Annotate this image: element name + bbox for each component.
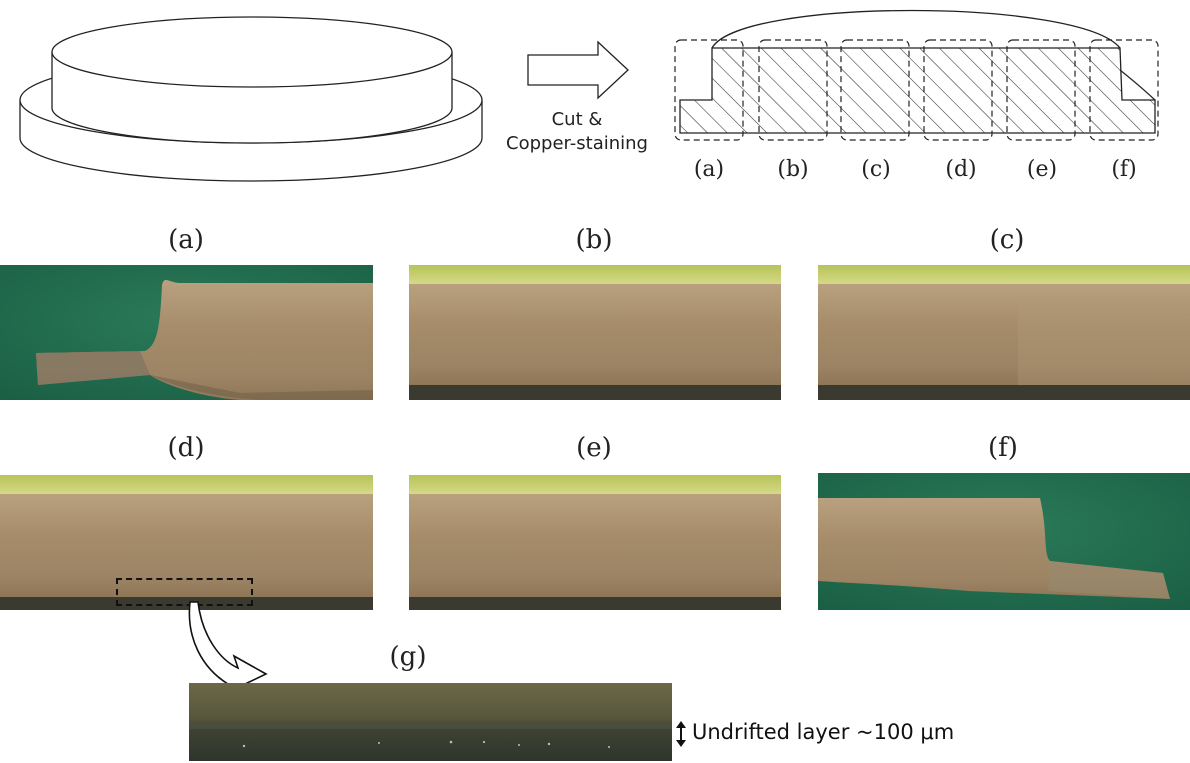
schematic-label-e: (e) [1027,157,1057,182]
panel-label-f: (f) [988,433,1018,463]
photo-panel-a [0,265,373,400]
photo-panel-c [818,265,1190,400]
cross-section-schematic: (a) (b) (c) (d) (e) (f) [674,9,1159,182]
schematic-label-a: (a) [694,157,724,182]
schematic-label-d: (d) [945,157,976,182]
undrifted-layer-annotation: Undrifted layer ~100 μm [692,720,955,744]
panel-label-e: (e) [576,433,612,463]
panel-label-g: (g) [389,642,427,672]
schematic-label-f: (f) [1111,157,1136,182]
photo-panel-b [409,265,781,400]
crystal-disk-drawing [19,16,483,182]
photo-panel-f [818,473,1190,610]
process-step-line2: Copper-staining [506,133,648,154]
photo-panel-g [189,683,672,761]
process-step-text: Cut & Copper-staining [492,108,662,156]
panel-label-c: (c) [989,225,1025,255]
schematic-label-b: (b) [777,157,808,182]
schematic-label-c: (c) [861,157,891,182]
right-arrow-icon [527,40,629,100]
process-step-line1: Cut & [551,109,603,130]
photo-panel-e [409,475,781,610]
zoom-region-box [116,578,253,606]
panel-label-b: (b) [575,225,613,255]
panel-label-a: (a) [168,225,204,255]
double-arrow-icon [676,721,686,747]
panel-label-d: (d) [167,433,205,463]
